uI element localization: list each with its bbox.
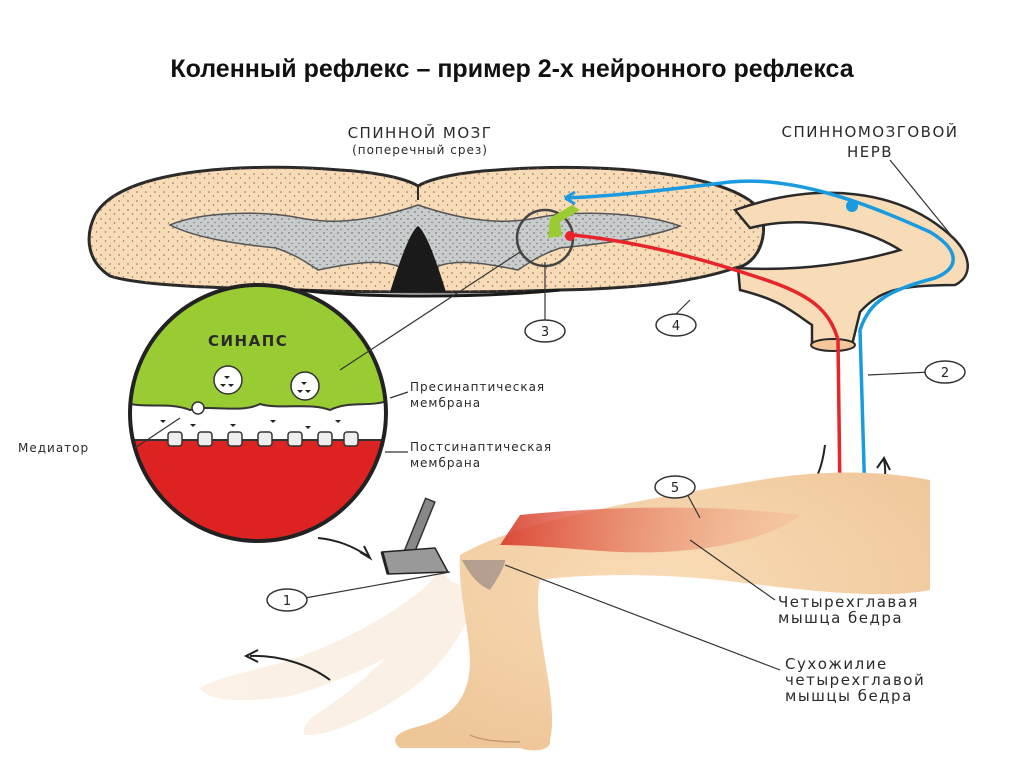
- tap-arrow-icon: [317, 537, 373, 561]
- slide-title: Коленный рефлекс – пример 2-х нейронного…: [170, 55, 854, 83]
- synapse-zoom-border: [128, 283, 388, 543]
- synapse-label: СИНАПС: [208, 332, 289, 350]
- svg-text:3: 3: [541, 325, 549, 340]
- spinal-nerve-label-line1: СПИННОМОЗГОВОЙ: [781, 123, 959, 141]
- callout-3: 3: [524, 319, 566, 343]
- svg-text:5: 5: [671, 481, 679, 496]
- synapse-zoom: [130, 285, 386, 541]
- leader-lines: [134, 159, 956, 671]
- kick-arrow-icon: [243, 649, 331, 681]
- callout-2: 2: [924, 360, 966, 384]
- presynaptic-terminal: [548, 205, 580, 238]
- sensory-ganglion: [846, 200, 858, 212]
- presynaptic-label-line2: мембрана: [410, 396, 482, 410]
- svg-text:2: 2: [941, 366, 949, 381]
- leg-motion-ghost: [200, 570, 480, 736]
- tendon-label-line1: Сухожилие: [785, 655, 888, 673]
- svg-text:4: 4: [672, 319, 680, 334]
- spinal-cord-sublabel: (поперечный срез): [352, 143, 488, 157]
- svg-text:1: 1: [283, 594, 291, 609]
- callout-5: 5: [654, 475, 696, 499]
- patellar-tendon: [462, 560, 505, 590]
- postsynaptic-label-line2: мембрана: [410, 456, 482, 470]
- quadriceps-label-line2: мышца бедра: [778, 609, 904, 627]
- tendon-label-line3: мышцы бедра: [785, 687, 913, 705]
- postsynaptic-label-line1: Постсинаптическая: [410, 440, 553, 454]
- spinal-nerve-label-line2: НЕРВ: [846, 143, 894, 161]
- quadriceps-label-line1: Четырехглавая: [778, 593, 919, 611]
- leg: [395, 472, 930, 751]
- presynaptic-label-line1: Пресинаптическая: [410, 380, 546, 394]
- spinal-cord-label: СПИННОЙ МОЗГ: [347, 124, 493, 142]
- tendon-label-line2: четырехглавой: [785, 671, 926, 689]
- callout-4: 4: [655, 313, 697, 337]
- quadriceps-muscle: [500, 507, 800, 553]
- reflex-hammer-icon: [380, 497, 450, 575]
- callout-1: 1: [266, 588, 308, 612]
- mediator-label: Медиатор: [18, 441, 90, 455]
